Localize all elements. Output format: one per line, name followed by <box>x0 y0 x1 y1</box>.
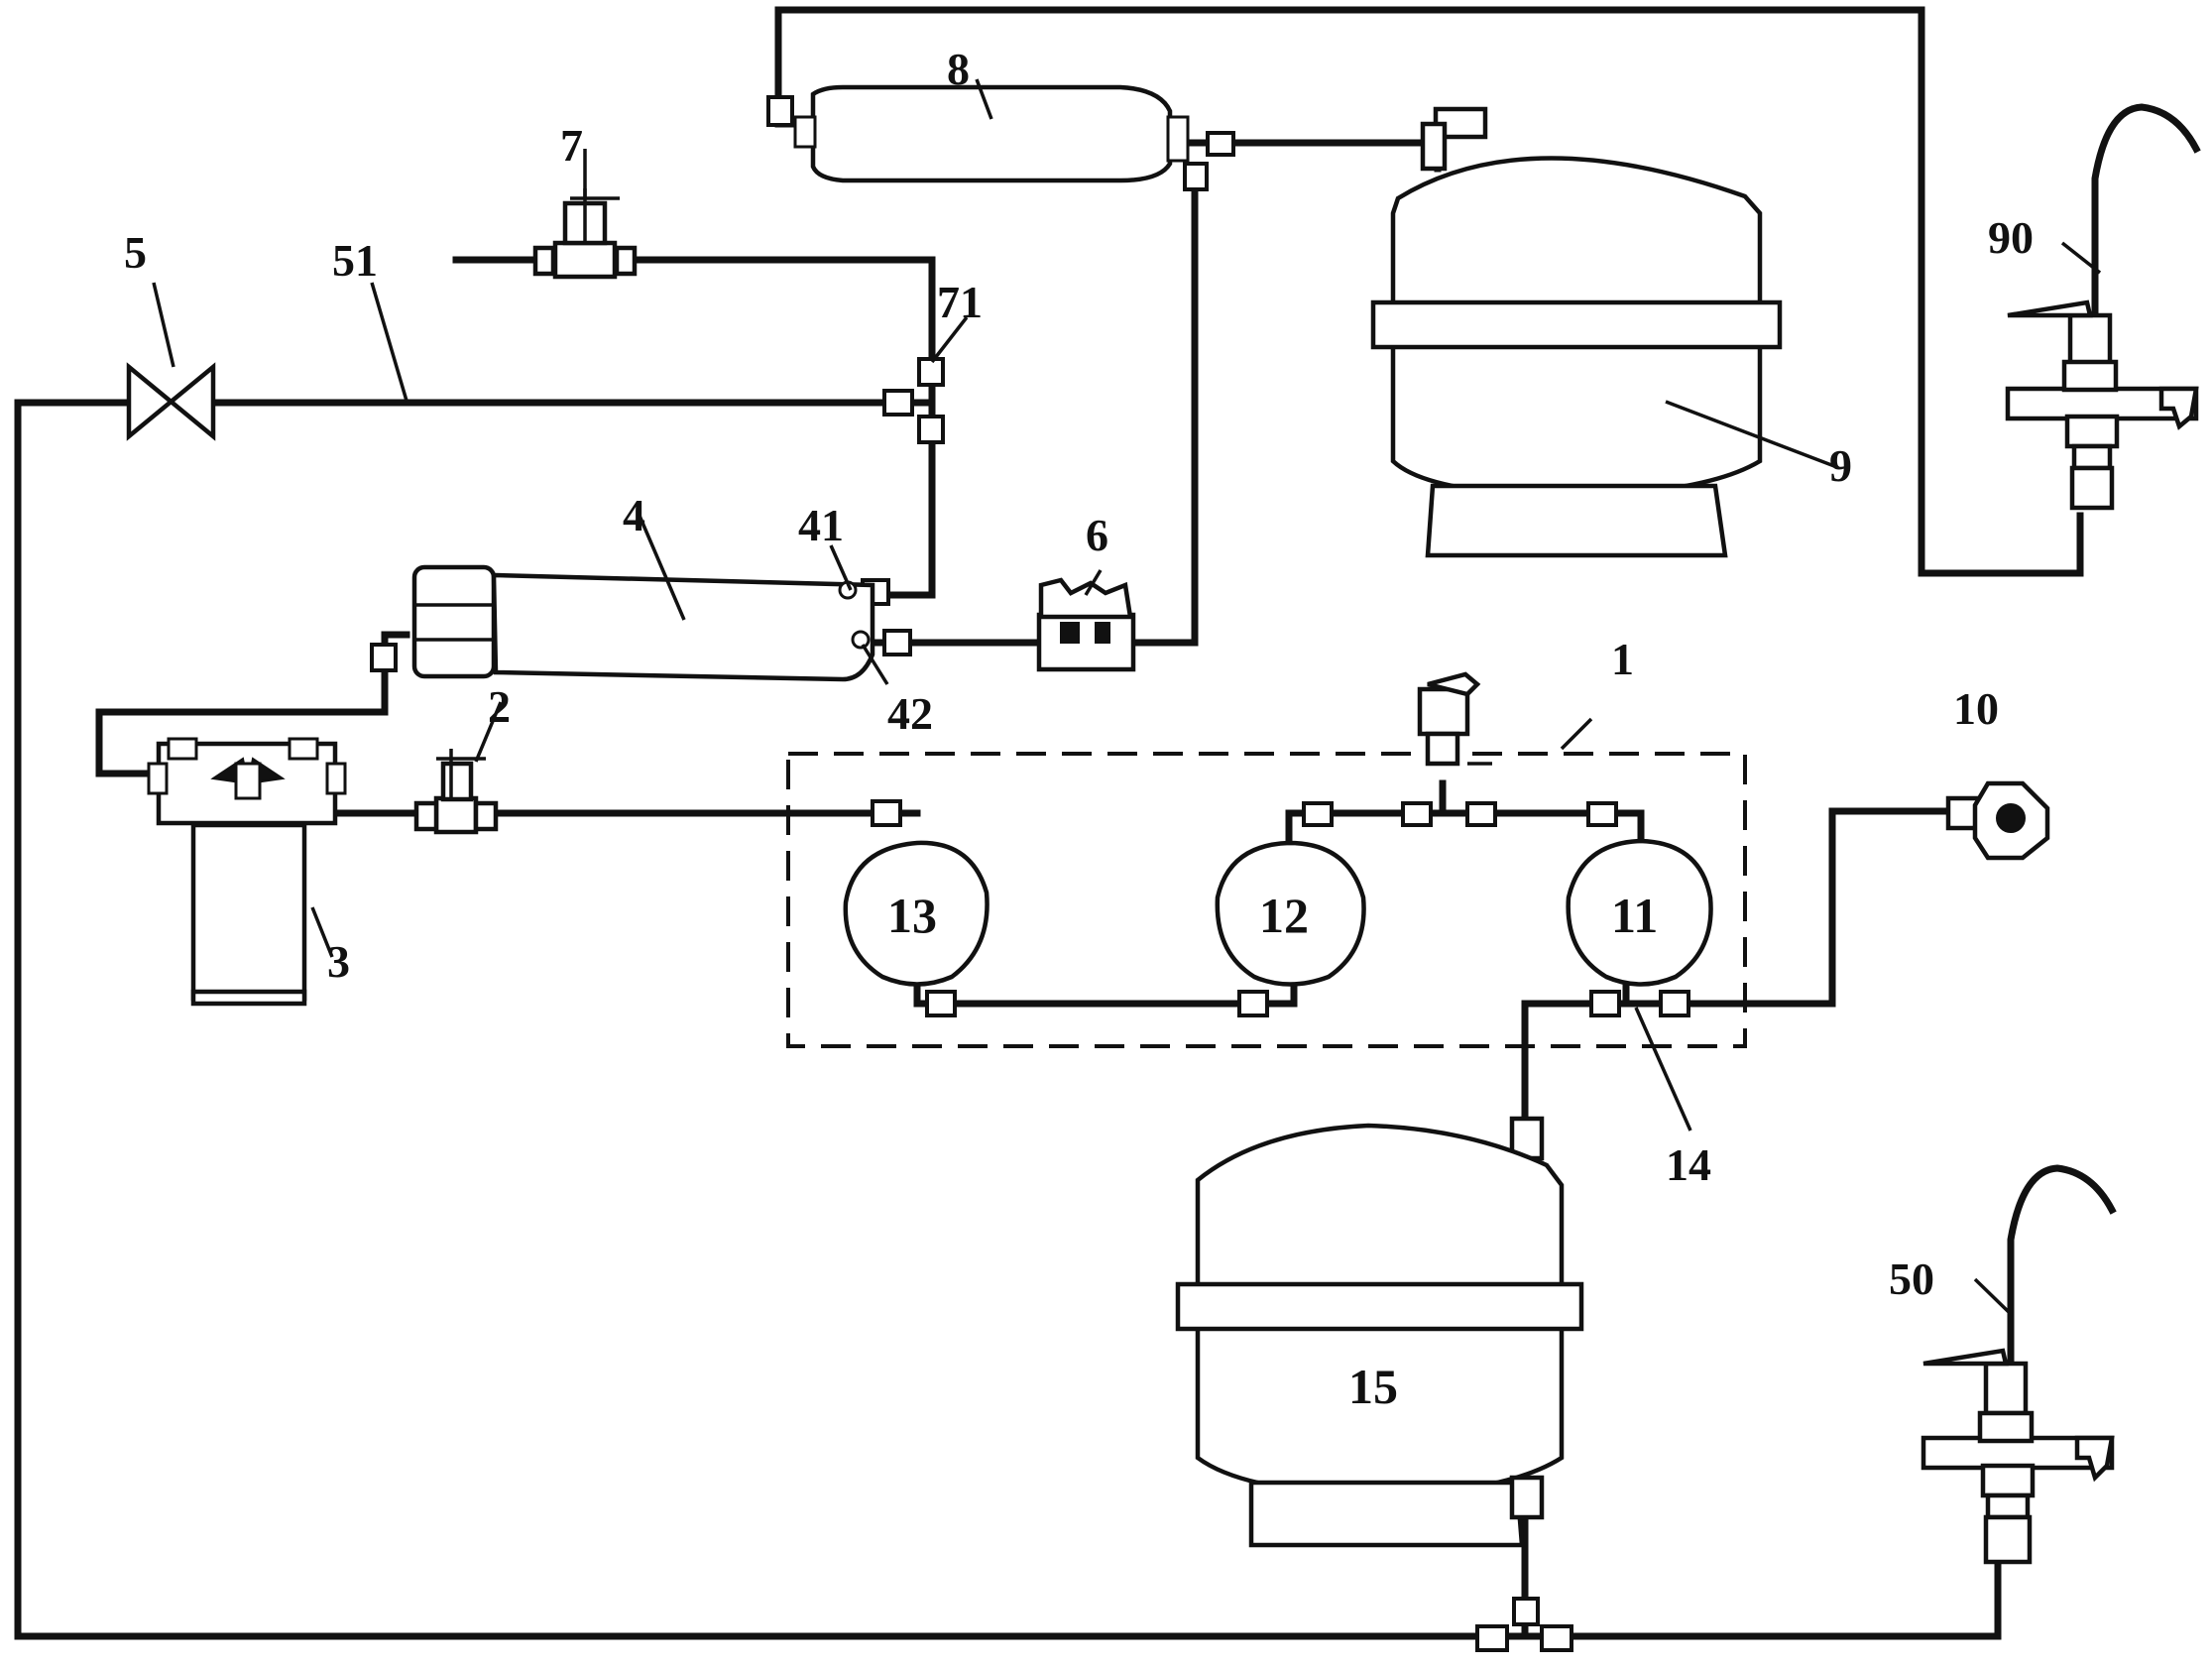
label-15: 15 <box>1348 1359 1398 1414</box>
labels: 5 51 7 71 8 9 90 4 41 42 6 2 3 1 10 13 1… <box>124 44 2034 1414</box>
fitting <box>1589 990 1621 1017</box>
fitting <box>1302 801 1334 827</box>
filter-13 <box>843 840 990 987</box>
pipe-return-loop <box>14 399 2002 1640</box>
fitting <box>1183 162 1209 191</box>
pipe-12-to-11 <box>1285 779 1645 847</box>
pipe-14-to-15 <box>1521 1000 1630 1134</box>
label-6: 6 <box>1086 510 1108 560</box>
pressure-tank-9 <box>1370 106 1783 558</box>
fitting <box>766 95 794 127</box>
label-2: 2 <box>488 681 511 732</box>
label-9: 9 <box>1829 440 1852 491</box>
filter-group-1-outline <box>786 752 1747 1048</box>
valve-2 <box>413 749 499 835</box>
pump-3 <box>147 737 347 1007</box>
fitting <box>871 799 902 827</box>
label-71: 71 <box>937 277 983 327</box>
fitting <box>1659 990 1690 1017</box>
fitting <box>370 643 398 672</box>
label-51: 51 <box>332 235 378 286</box>
tank-15 <box>1175 1116 1584 1548</box>
fitting <box>917 415 945 444</box>
knob-10 <box>1945 780 2050 861</box>
port-42-marker <box>851 630 871 650</box>
valve-7 <box>532 188 638 280</box>
label-41: 41 <box>798 500 844 550</box>
fitting <box>1206 131 1235 157</box>
valve-5 <box>126 362 216 441</box>
group-valve <box>1417 671 1492 767</box>
fitting <box>1237 990 1269 1017</box>
valve-6 <box>1036 577 1136 672</box>
label-14: 14 <box>1666 1139 1711 1190</box>
fitting <box>1540 1624 1573 1652</box>
filter-12 <box>1215 840 1366 987</box>
filter-11 <box>1566 838 1713 987</box>
label-42: 42 <box>887 688 933 739</box>
label-7: 7 <box>560 120 583 171</box>
label-8: 8 <box>947 44 970 94</box>
fitting <box>917 357 945 387</box>
membrane-vessel-4 <box>411 564 875 682</box>
pipe-8-to-6 <box>1126 165 1199 647</box>
fitting <box>882 389 914 417</box>
fitting <box>1475 1624 1509 1652</box>
fitting <box>882 629 912 656</box>
label-5: 5 <box>124 227 147 278</box>
faucet-50 <box>1921 1164 2117 1565</box>
label-50: 50 <box>1889 1253 1934 1304</box>
label-13: 13 <box>887 888 937 943</box>
label-90: 90 <box>1988 212 2034 263</box>
fitting <box>925 990 957 1017</box>
label-1: 1 <box>1611 634 1634 684</box>
faucet-90 <box>2005 103 2201 511</box>
leader-lines <box>152 78 2102 1316</box>
pipe-14-to-10 <box>1622 807 1955 1008</box>
label-10: 10 <box>1953 683 1999 734</box>
membrane-housing-8 <box>793 84 1190 183</box>
fitting <box>1465 801 1497 827</box>
fitting <box>1401 801 1433 827</box>
fittings <box>370 95 1690 1652</box>
label-3: 3 <box>327 936 350 987</box>
label-12: 12 <box>1259 888 1309 943</box>
label-11: 11 <box>1611 888 1658 943</box>
pipe-valve-7-line <box>452 256 936 599</box>
pipe-3-to-4 <box>95 631 410 777</box>
label-4: 4 <box>623 490 645 540</box>
fitting <box>1512 1597 1540 1626</box>
fitting <box>1586 801 1618 827</box>
